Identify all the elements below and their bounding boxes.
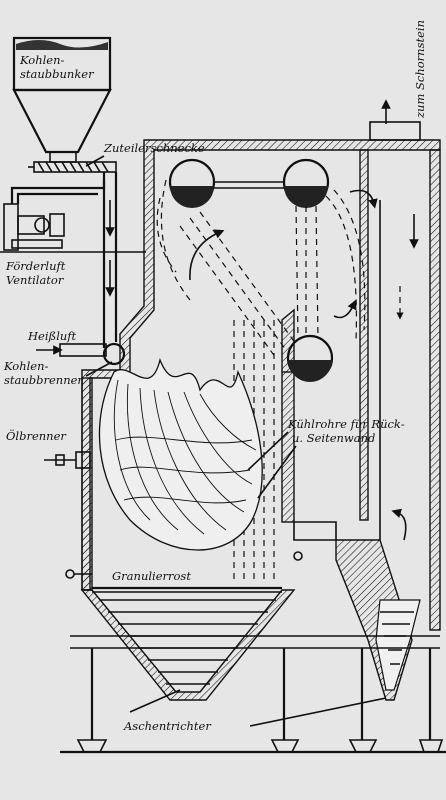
conveying-air-fan — [3, 180, 106, 251]
tube-bank — [156, 179, 378, 359]
granulating-grate — [65, 551, 303, 593]
leader-lines — [85, 155, 387, 727]
label-cooling-tubes: Kühlrohre für Rück- u. Seitenwand — [287, 417, 408, 445]
label-chimney: zum Schornstein — [413, 20, 427, 119]
flame — [98, 357, 263, 551]
feeder-screw — [28, 161, 117, 173]
label-oil-burner: Ölbrenner — [6, 429, 67, 443]
label-ash-hopper: Aschentrichter — [123, 719, 212, 733]
oil-burner — [44, 451, 91, 469]
ash-hopper-main — [80, 589, 296, 701]
label-bunker: Kohlen- staubbunker — [19, 53, 95, 81]
label-feeder-screw: Zuteilerschnecke — [103, 141, 205, 155]
label-fan: Förderluft Ventilator — [5, 259, 69, 287]
coal-dust-bunker — [12, 36, 112, 163]
boiler-drums — [168, 158, 334, 382]
coal-duct — [102, 172, 118, 348]
label-grate: Granulierrost — [112, 569, 191, 583]
furnace-walls — [81, 139, 441, 631]
chimney-outlet — [369, 99, 421, 541]
support-structure — [60, 635, 446, 754]
ash-hopper-secondary — [293, 521, 421, 701]
label-hot-air: Heißluft — [27, 329, 77, 343]
label-burner: Kohlen- staubbrenner — [3, 359, 84, 387]
